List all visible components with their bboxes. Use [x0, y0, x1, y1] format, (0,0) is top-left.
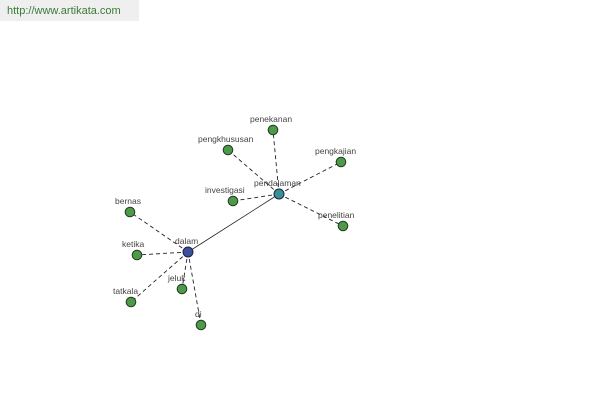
- graph-nodes: bernas ketika tatkala jeluk di investigasi pen…: [113, 114, 356, 331]
- edge-dalam-pendalaman: [187, 193, 280, 253]
- leaf-node-penekanan[interactable]: penekanan: [250, 114, 292, 136]
- leaf-node-label[interactable]: di: [195, 309, 202, 319]
- leaf-node-dot[interactable]: [227, 195, 239, 207]
- leaf-node-tatkala[interactable]: tatkala: [113, 286, 138, 308]
- hub-node-dalam[interactable]: dalam: [175, 236, 198, 258]
- leaf-node-label[interactable]: ketika: [122, 239, 144, 249]
- leaf-node-pengkhususan[interactable]: pengkhususan: [198, 134, 254, 156]
- leaf-node-pengkajian[interactable]: pengkajian: [315, 146, 356, 168]
- leaf-node-dot[interactable]: [176, 283, 188, 295]
- leaf-node-label[interactable]: pengkajian: [315, 146, 356, 156]
- leaf-node-label[interactable]: investigasi: [205, 185, 245, 195]
- leaf-node-label[interactable]: penekanan: [250, 114, 292, 124]
- graph-edges: [129, 129, 344, 326]
- site-url-link[interactable]: http://www.artikata.com: [7, 5, 121, 17]
- leaf-node-dot[interactable]: [131, 249, 143, 261]
- leaf-node-label[interactable]: pengkhususan: [198, 134, 254, 144]
- edge-pendalaman-pengkhususan: [227, 149, 280, 195]
- leaf-node-label[interactable]: penelitian: [318, 210, 355, 220]
- leaf-node-penelitian[interactable]: penelitian: [318, 210, 355, 232]
- hub-node-dot[interactable]: [273, 188, 285, 200]
- leaf-node-investigasi[interactable]: investigasi: [205, 185, 245, 207]
- edge-dalam-tatkala: [130, 251, 189, 303]
- edge-dalam-ketika: [136, 251, 189, 256]
- leaf-node-bernas[interactable]: bernas: [115, 196, 141, 218]
- leaf-node-dot[interactable]: [267, 124, 279, 136]
- hub-node-label[interactable]: pendalaman: [254, 178, 301, 188]
- edge-dalam-bernas: [129, 211, 189, 253]
- hub-node-label[interactable]: dalam: [175, 236, 198, 246]
- leaf-node-label[interactable]: tatkala: [113, 286, 138, 296]
- header-bar: http://www.artikata.com: [0, 0, 139, 21]
- leaf-node-label[interactable]: jeluk: [167, 273, 186, 283]
- leaf-node-di[interactable]: di: [195, 309, 207, 331]
- edge-pendalaman-penekanan: [272, 129, 280, 195]
- leaf-node-dot[interactable]: [337, 220, 349, 232]
- edge-pendalaman-pengkajian: [278, 161, 342, 195]
- edge-dalam-di: [187, 251, 202, 326]
- leaf-node-dot[interactable]: [125, 296, 137, 308]
- hub-node-pendalaman[interactable]: pendalaman: [254, 178, 301, 200]
- leaf-node-jeluk[interactable]: jeluk: [167, 273, 188, 295]
- hub-node-dot[interactable]: [182, 246, 194, 258]
- leaf-node-label[interactable]: bernas: [115, 196, 141, 206]
- leaf-node-ketika[interactable]: ketika: [122, 239, 144, 261]
- leaf-node-dot[interactable]: [195, 319, 207, 331]
- edge-dalam-jeluk: [181, 251, 189, 290]
- leaf-node-dot[interactable]: [335, 156, 347, 168]
- edge-pendalaman-investigasi: [232, 193, 280, 202]
- leaf-node-dot[interactable]: [124, 206, 136, 218]
- leaf-node-dot[interactable]: [222, 144, 234, 156]
- edge-pendalaman-penelitian: [278, 193, 344, 227]
